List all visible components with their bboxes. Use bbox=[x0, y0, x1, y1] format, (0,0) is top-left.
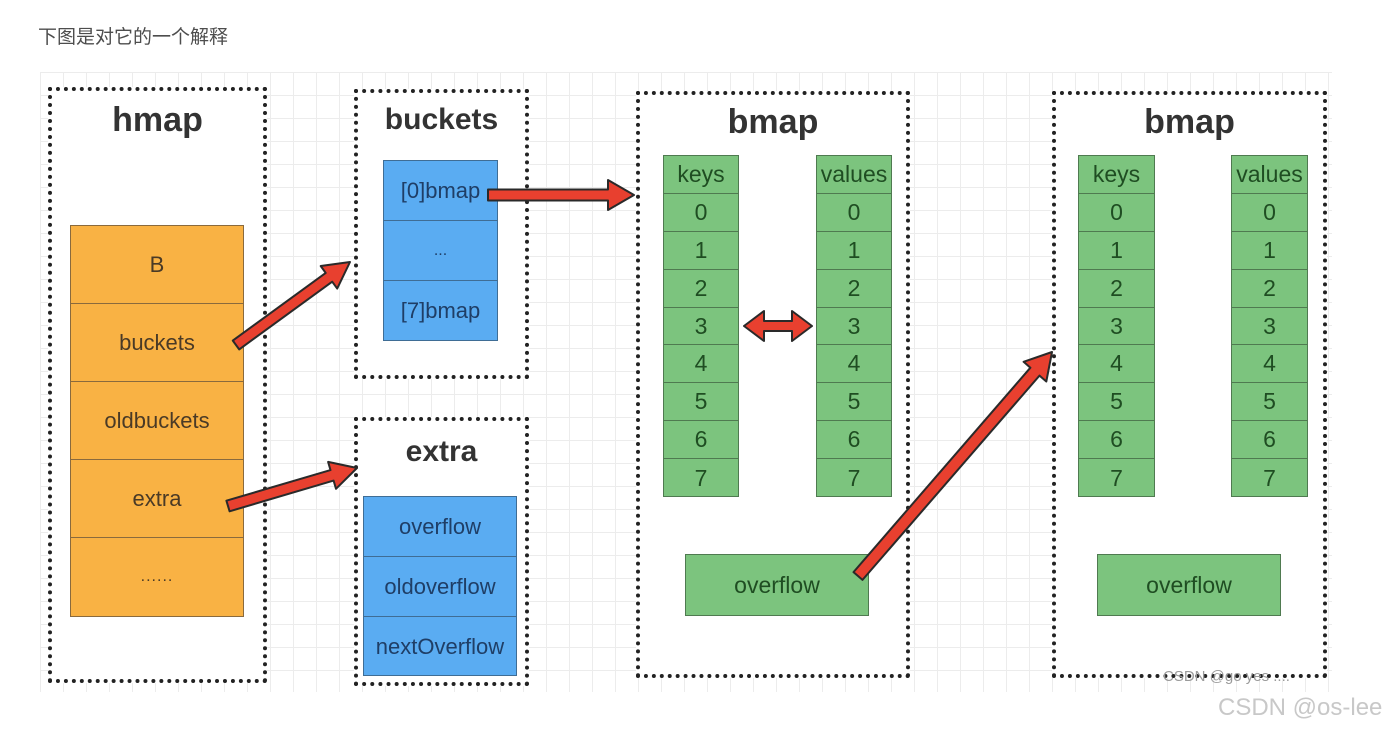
value-cell: 5 bbox=[1232, 383, 1307, 422]
bmap-values-column: values 0 1 2 3 4 5 6 7 bbox=[816, 155, 892, 497]
buckets-title: buckets bbox=[384, 103, 499, 136]
keys-header: keys bbox=[1079, 156, 1154, 194]
buckets-field-7: [7]bmap bbox=[400, 298, 481, 323]
key-cell: 3 bbox=[664, 308, 738, 346]
next-bmap-title: bmap bbox=[1144, 103, 1235, 141]
bmap-overflow: overflow bbox=[685, 554, 869, 616]
key-cell: 5 bbox=[664, 383, 738, 422]
value-cell: 5 bbox=[817, 383, 891, 422]
hmap-field-oldbuckets: oldbuckets bbox=[71, 382, 243, 460]
value-cell: 0 bbox=[1232, 194, 1307, 232]
key-cell: 7 bbox=[1110, 464, 1123, 491]
hmap-fields: B buckets oldbuckets extra ...... bbox=[70, 225, 244, 617]
value-cell: 6 bbox=[1232, 421, 1307, 460]
buckets-field-ellipsis: ... bbox=[384, 221, 497, 281]
key-cell: 4 bbox=[1079, 345, 1154, 384]
hmap-field-extra: extra bbox=[71, 460, 243, 538]
values-header: values bbox=[1232, 156, 1307, 194]
next-bmap-values-column: values 0 1 2 3 4 5 6 7 bbox=[1231, 155, 1308, 497]
values-header: values bbox=[817, 156, 891, 194]
key-cell: 4 bbox=[664, 345, 738, 384]
watermark: CSDN @os-lee bbox=[1218, 694, 1383, 721]
value-cell: 7 bbox=[847, 464, 861, 491]
bmap-keys-column: keys 0 1 2 3 4 5 6 7 bbox=[663, 155, 739, 497]
key-cell: 6 bbox=[1079, 421, 1154, 460]
key-cell: 2 bbox=[664, 270, 738, 308]
value-cell: 4 bbox=[1232, 345, 1307, 384]
key-cell: 2 bbox=[1079, 270, 1154, 308]
hmap-field-buckets: buckets bbox=[71, 304, 243, 382]
value-cell: 6 bbox=[817, 421, 891, 460]
value-cell: 3 bbox=[817, 308, 891, 346]
bmap-title: bmap bbox=[727, 103, 819, 141]
key-cell: 5 bbox=[1079, 383, 1154, 422]
key-cell: 0 bbox=[664, 194, 738, 232]
key-cell: 7 bbox=[694, 464, 708, 491]
hmap-field-b: B bbox=[71, 226, 243, 304]
key-cell: 1 bbox=[664, 232, 738, 270]
next-bmap-overflow: overflow bbox=[1097, 554, 1281, 616]
next-bmap-keys-column: keys 0 1 2 3 4 5 6 7 bbox=[1078, 155, 1155, 497]
value-cell: 1 bbox=[1232, 232, 1307, 270]
key-cell: 6 bbox=[664, 421, 738, 460]
value-cell: 0 bbox=[817, 194, 891, 232]
buckets-field-0: [0]bmap bbox=[384, 161, 497, 221]
value-cell: 2 bbox=[1232, 270, 1307, 308]
value-cell: 1 bbox=[817, 232, 891, 270]
extra-fields: overflow oldoverflow nextOverflow bbox=[363, 496, 517, 676]
key-cell: 0 bbox=[1079, 194, 1154, 232]
hmap-title: hmap bbox=[112, 101, 203, 139]
value-cell: 2 bbox=[817, 270, 891, 308]
value-cell: 7 bbox=[1263, 464, 1276, 491]
value-cell: 4 bbox=[817, 345, 891, 384]
watermark-faint: CSDN @go yes .... bbox=[1163, 668, 1290, 685]
extra-title: extra bbox=[405, 435, 478, 468]
key-cell: 1 bbox=[1079, 232, 1154, 270]
extra-field-nextoverflow: nextOverflow bbox=[375, 634, 505, 659]
value-cell: 3 bbox=[1232, 308, 1307, 346]
keys-header: keys bbox=[664, 156, 738, 194]
buckets-fields: [0]bmap ... [7]bmap bbox=[383, 160, 498, 341]
extra-field-overflow: overflow bbox=[364, 497, 516, 557]
hmap-field-more: ...... bbox=[140, 568, 174, 585]
key-cell: 3 bbox=[1079, 308, 1154, 346]
extra-field-oldoverflow: oldoverflow bbox=[364, 557, 516, 617]
caption-text: 下图是对它的一个解释 bbox=[38, 26, 229, 48]
